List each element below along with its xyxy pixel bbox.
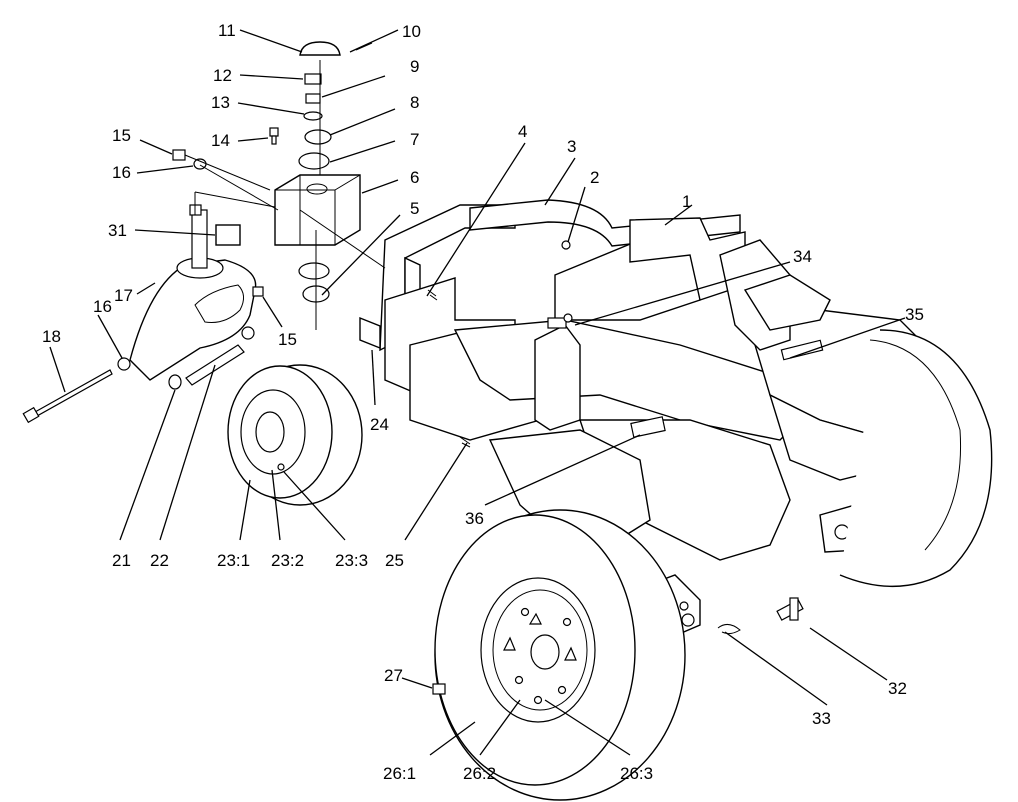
callout-9: 9 xyxy=(410,57,419,76)
callout-32: 32 xyxy=(888,679,907,698)
callout-34: 34 xyxy=(793,247,812,266)
callout-11: 11 xyxy=(218,21,236,40)
callout-25: 25 xyxy=(385,551,404,570)
callout-27: 27 xyxy=(384,666,403,685)
callout-21: 21 xyxy=(112,551,131,570)
callout-3: 3 xyxy=(567,137,576,156)
leader-lines xyxy=(49,29,906,756)
callout-23-1: 23:1 xyxy=(217,551,250,570)
callout-labels: 1 2 3 4 5 6 7 8 9 10 11 12 13 14 15 16 3… xyxy=(42,21,924,783)
callout-16-lower: 16 xyxy=(93,297,112,316)
caster-fork xyxy=(129,204,257,381)
callout-6: 6 xyxy=(410,168,419,187)
callout-5: 5 xyxy=(410,199,419,218)
right-rear-wheel xyxy=(839,329,993,588)
callout-2: 2 xyxy=(590,168,599,187)
explode-guides xyxy=(184,60,386,330)
callout-4: 4 xyxy=(518,122,527,141)
callout-18: 18 xyxy=(42,327,61,346)
callout-23-3: 23:3 xyxy=(335,551,368,570)
callout-22: 22 xyxy=(150,551,169,570)
callout-26-2: 26:2 xyxy=(463,764,496,783)
caster-wheel xyxy=(227,364,363,506)
callout-12: 12 xyxy=(213,66,232,85)
callout-31: 31 xyxy=(108,221,127,240)
callout-17: 17 xyxy=(114,286,133,305)
callout-16-upper: 16 xyxy=(112,163,131,182)
callout-1: 1 xyxy=(682,192,691,211)
callout-26-1: 26:1 xyxy=(383,764,416,783)
callout-14: 14 xyxy=(211,131,230,150)
callout-13: 13 xyxy=(211,93,230,112)
callout-33: 33 xyxy=(812,709,831,728)
callout-10: 10 xyxy=(402,22,421,41)
callout-15-lower: 15 xyxy=(278,330,297,349)
main-drive-wheel xyxy=(434,509,686,801)
callout-26-3: 26:3 xyxy=(620,764,653,783)
callout-36: 36 xyxy=(465,509,484,528)
callout-23-2: 23:2 xyxy=(271,551,304,570)
callout-35: 35 xyxy=(905,305,924,324)
callout-7: 7 xyxy=(410,130,419,149)
callout-15-upper: 15 xyxy=(112,126,131,145)
callout-8: 8 xyxy=(410,93,419,112)
callout-24: 24 xyxy=(370,415,389,434)
